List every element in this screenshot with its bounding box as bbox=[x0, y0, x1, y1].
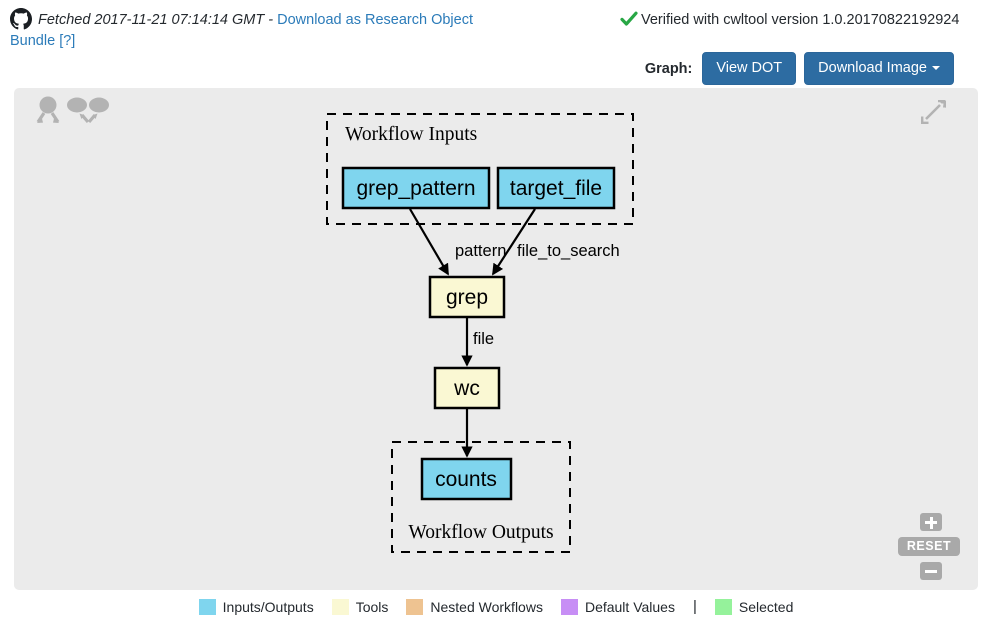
minus-icon-horizontal bbox=[925, 570, 937, 573]
legend-swatch-nested-workflows bbox=[406, 598, 424, 615]
graph-legend: Inputs/Outputs Tools Nested Workflows De… bbox=[0, 598, 992, 615]
legend-swatch-default-values bbox=[560, 598, 578, 615]
node-counts-label: counts bbox=[435, 468, 497, 491]
fetched-info: Fetched 2017-11-21 07:14:14 GMT - Downlo… bbox=[10, 8, 480, 52]
fullscreen-expand-icon[interactable] bbox=[917, 96, 949, 128]
node-wc bbox=[433, 366, 501, 410]
node-grep-label: grep bbox=[446, 286, 488, 309]
chevron-down-icon bbox=[932, 66, 940, 70]
graph-toolbar: Graph: View DOT Download Image bbox=[645, 52, 954, 85]
header-separator: - bbox=[264, 12, 278, 28]
legend-item-nested-workflows: Nested Workflows bbox=[406, 598, 543, 615]
legend-item-default-values: Default Values bbox=[560, 598, 675, 615]
legend-label-inputs-outputs: Inputs/Outputs bbox=[222, 598, 314, 615]
page-header: Fetched 2017-11-21 07:14:14 GMT - Downlo… bbox=[0, 0, 992, 88]
cluster-workflow-outputs-label: Workflow Outputs bbox=[408, 522, 553, 543]
download-research-object-bundle-link[interactable]: Download as Research Object Bundle bbox=[10, 12, 473, 49]
github-mark-icon bbox=[10, 8, 32, 30]
graph-label: Graph: bbox=[644, 60, 693, 77]
plus-icon-vertical bbox=[929, 516, 933, 529]
green-check-icon bbox=[620, 10, 638, 28]
legend-swatch-selected bbox=[714, 598, 732, 615]
download-image-button[interactable]: Download Image bbox=[804, 52, 954, 85]
legend-label-tools: Tools bbox=[355, 598, 389, 615]
edge-label-pattern: pattern bbox=[455, 242, 506, 260]
legend-item-tools: Tools bbox=[331, 598, 389, 615]
cluster-workflow-inputs-label: Workflow Inputs bbox=[345, 124, 477, 145]
legend-item-inputs-outputs: Inputs/Outputs bbox=[198, 598, 314, 615]
zoom-reset-button[interactable]: RESET bbox=[898, 537, 960, 556]
legend-separator: | bbox=[692, 598, 697, 615]
collapse-nodes-icon[interactable] bbox=[64, 96, 112, 130]
zoom-out-button[interactable] bbox=[920, 562, 942, 580]
verified-info: Verified with cwltool version 1.0.201708… bbox=[620, 10, 959, 30]
download-image-button-label: Download Image bbox=[818, 60, 927, 76]
node-grep-pattern-label: grep_pattern bbox=[356, 177, 475, 200]
workflow-graph-svg[interactable]: Workflow Inputs grep_pattern target_file… bbox=[14, 88, 978, 590]
legend-item-selected: Selected bbox=[714, 598, 794, 615]
legend-label-default-values: Default Values bbox=[584, 598, 675, 615]
zoom-in-button[interactable] bbox=[920, 513, 942, 531]
help-link[interactable]: [?] bbox=[59, 33, 76, 49]
legend-label-nested-workflows: Nested Workflows bbox=[430, 598, 543, 615]
node-wc-label: wc bbox=[453, 377, 480, 400]
node-target-file bbox=[496, 166, 616, 210]
node-target-file-label: target_file bbox=[510, 177, 602, 200]
legend-swatch-tools bbox=[331, 598, 349, 615]
zoom-controls: RESET bbox=[898, 513, 964, 580]
fetched-timestamp: Fetched 2017-11-21 07:14:14 GMT bbox=[38, 12, 265, 28]
view-dot-button-label: View DOT bbox=[716, 60, 783, 76]
cluster-workflow-outputs bbox=[391, 441, 571, 553]
cluster-workflow-inputs bbox=[326, 113, 634, 225]
edge-grep-pattern-to-grep bbox=[409, 208, 449, 276]
node-counts bbox=[420, 457, 513, 501]
edge-label-file: file bbox=[473, 330, 494, 348]
workflow-graph-canvas[interactable]: Workflow Inputs grep_pattern target_file… bbox=[14, 88, 978, 590]
expand-nodes-icon[interactable] bbox=[32, 96, 64, 130]
node-grep-pattern bbox=[341, 166, 491, 210]
node-grep bbox=[428, 275, 506, 319]
legend-swatch-inputs-outputs bbox=[198, 598, 216, 615]
edge-target-file-to-grep bbox=[492, 208, 536, 276]
verified-text: Verified with cwltool version 1.0.201708… bbox=[641, 12, 960, 28]
view-dot-button[interactable]: View DOT bbox=[702, 52, 797, 85]
edge-label-file-to-search: file_to_search bbox=[517, 242, 620, 260]
legend-label-selected: Selected bbox=[738, 598, 794, 615]
